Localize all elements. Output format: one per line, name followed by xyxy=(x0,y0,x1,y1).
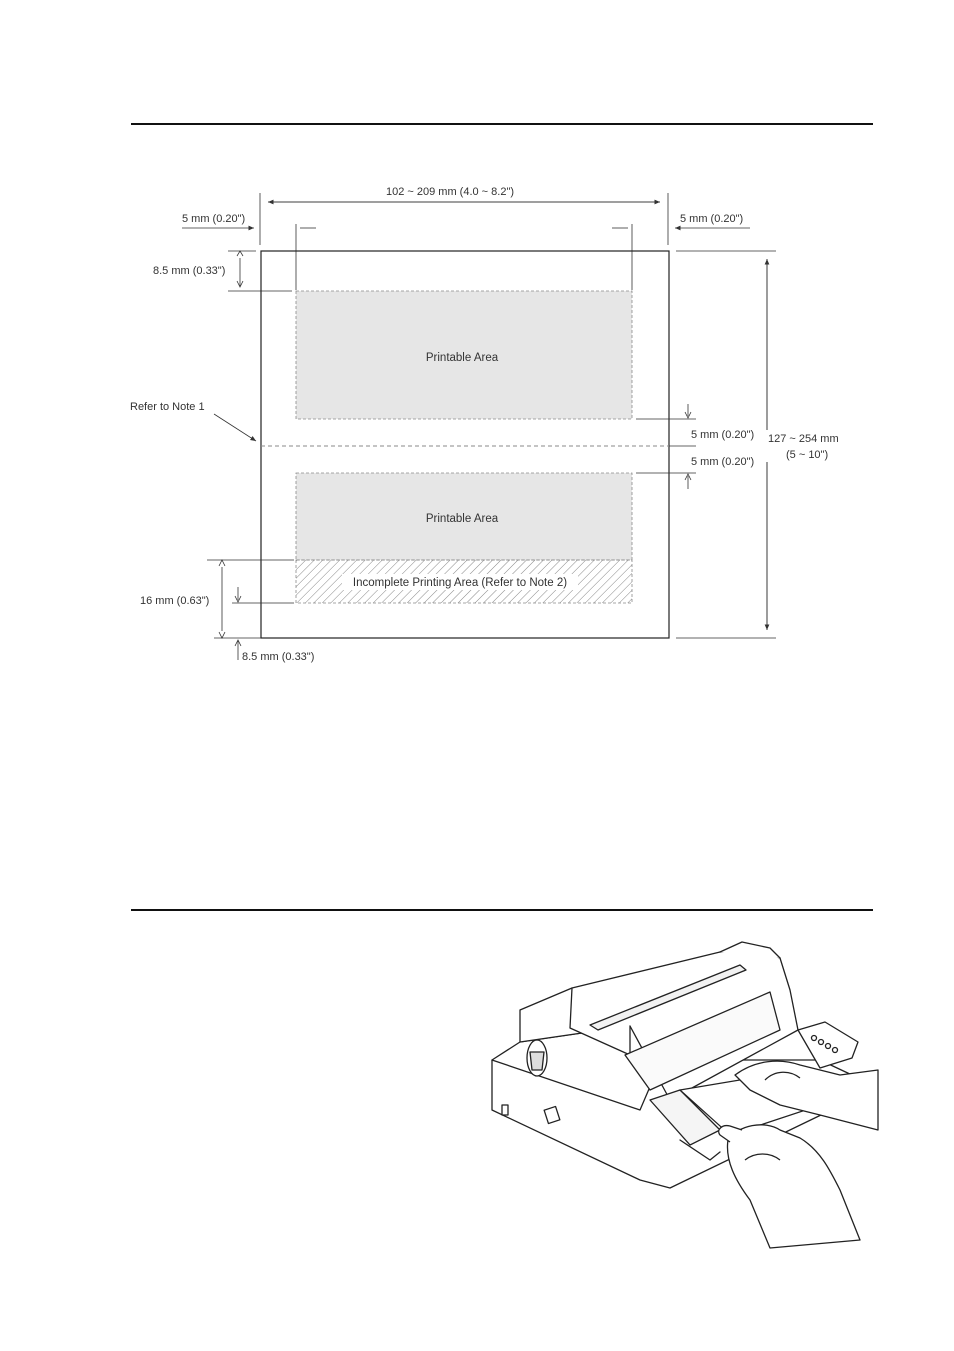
left-margin-dimension: 5 mm (0.20") xyxy=(182,213,316,290)
top-margin-label: 8.5 mm (0.33") xyxy=(153,265,225,277)
printable-area-diagram: 102 ~ 209 mm (4.0 ~ 8.2") 5 mm (0.20") 5… xyxy=(130,186,850,663)
length-range-inch-label: (5 ~ 10") xyxy=(786,449,828,461)
perf-gap-above-label: 5 mm (0.20") xyxy=(691,429,754,441)
incomplete-label-backdrop xyxy=(342,574,578,590)
width-dimension: 102 ~ 209 mm (4.0 ~ 8.2") xyxy=(259,186,669,245)
hands xyxy=(718,1060,879,1249)
perforation-gap-dimension: 5 mm (0.20") 5 mm (0.20") xyxy=(636,404,754,489)
printable-area-bottom xyxy=(295,472,633,561)
top-margin-dimension: 8.5 mm (0.33") xyxy=(153,250,292,292)
section-divider-top xyxy=(131,123,873,125)
left-margin-label: 5 mm (0.20") xyxy=(182,213,245,225)
length-range-label: 127 ~ 254 mm xyxy=(768,433,839,445)
incomplete-height-label: 16 mm (0.63") xyxy=(140,595,209,607)
section-divider-middle xyxy=(131,909,873,911)
refer-note-1-label: Refer to Note 1 xyxy=(130,401,205,413)
note-1-callout: Refer to Note 1 xyxy=(130,401,257,442)
printer-illustration xyxy=(491,941,879,1249)
printable-area-top-label: Printable Area xyxy=(426,352,499,364)
perf-gap-below-label: 5 mm (0.20") xyxy=(691,456,754,468)
length-dimension: 127 ~ 254 mm (5 ~ 10") xyxy=(676,250,850,639)
right-margin-dimension: 5 mm (0.20") xyxy=(612,213,750,290)
paper-sheet-outline xyxy=(260,250,670,639)
width-range-label: 102 ~ 209 mm (4.0 ~ 8.2") xyxy=(386,186,514,198)
bottom-margin-dimension: 8.5 mm (0.33") xyxy=(214,637,314,663)
bottom-margin-label: 8.5 mm (0.33") xyxy=(242,651,314,663)
incomplete-height-dimension: 16 mm (0.63") xyxy=(140,559,294,639)
incomplete-area-label: Incomplete Printing Area (Refer to Note … xyxy=(353,577,567,589)
printer-body xyxy=(491,941,859,1189)
printable-area-bottom-label: Printable Area xyxy=(426,513,499,525)
right-margin-label: 5 mm (0.20") xyxy=(680,213,743,225)
printable-area-top xyxy=(295,290,633,420)
